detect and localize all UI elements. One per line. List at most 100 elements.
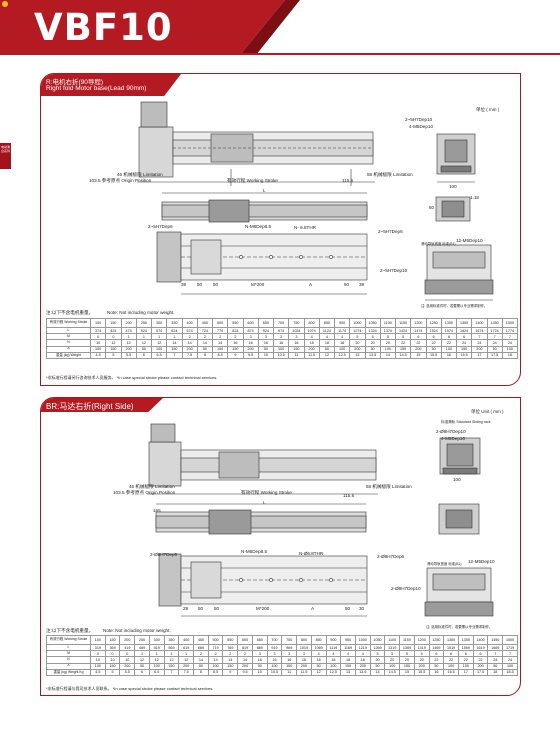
- table-cell: 12: [310, 668, 327, 676]
- bottom-view-drawing: [158, 553, 368, 617]
- limit-left-label: 46 机械极限 Limitation: [117, 172, 163, 177]
- tap-mid-label: N-M6Dep8.5: [241, 549, 268, 554]
- top-view-drawing: [147, 423, 378, 495]
- section-title-cn: R:电机右折(90导程): [46, 79, 104, 86]
- section-right-side: BR:马达右折(Right Side) 单位 Unit ( mm ): [40, 397, 521, 696]
- tap-top-label: 4-M5Dep10: [409, 124, 434, 129]
- title-banner: [0, 0, 560, 55]
- origin-label: 103.5 参考原点 Origin Position: [89, 178, 152, 183]
- table-cell: 9: [222, 668, 239, 676]
- side-end-view: [438, 503, 480, 535]
- dim-118-label: 1.18: [470, 195, 479, 200]
- section-header: BR:马达右折(Right Side): [41, 398, 163, 412]
- table-cell: 7: [166, 351, 183, 359]
- unit-label: 单位 Unit ( mm ): [471, 409, 504, 414]
- weight-note-en: Note: Not including motor weight.: [103, 628, 171, 633]
- row-header: 有效行程 Working Stroke: [46, 635, 91, 645]
- table-cell: 1200: [410, 318, 427, 328]
- table-cell: 11: [281, 668, 298, 676]
- section-header: R:电机右折(90导程) Right fold Motor base(Lead …: [41, 74, 181, 96]
- table-cell: 1500: [501, 318, 519, 328]
- table-cell: 200: [119, 635, 136, 645]
- table-cell: 13.5: [364, 351, 381, 359]
- end-view-top: [436, 133, 476, 183]
- stroke-label: 有效行程 Working Stroke: [227, 178, 278, 183]
- table-cell: 8.5: [207, 668, 224, 676]
- bottom-end-view: [424, 567, 494, 617]
- table-cell: 1250: [425, 318, 442, 328]
- drawing-area: [147, 423, 494, 617]
- table-cell: 800: [303, 318, 320, 328]
- table-cell: 9.5: [237, 668, 253, 676]
- dim-100-label: 100: [449, 184, 457, 189]
- table-cell: 6.5: [148, 668, 165, 676]
- table-cell: 18: [501, 351, 519, 359]
- yellow-dot-icon: [2, 1, 8, 7]
- table-cell: 10.5: [272, 351, 290, 359]
- table-cell: 5: [104, 668, 121, 676]
- table-cell: 1500: [502, 635, 518, 645]
- dim-bottom-2: 50: [214, 606, 220, 611]
- table-cell: 4.5: [89, 351, 107, 359]
- tap-mid2-label: N- 6.8THR: [294, 225, 316, 230]
- origin-label: 103.5 参考原点 Origin Position: [113, 490, 176, 495]
- table-cell: 150: [104, 635, 121, 645]
- table-cell: 6: [135, 351, 153, 359]
- table-cell: 18.5: [502, 668, 518, 676]
- table-cell: 14.5: [384, 668, 401, 676]
- side-end-view: [435, 196, 471, 222]
- table-cell: 350: [163, 635, 180, 645]
- table-cell: 13: [340, 668, 356, 676]
- table-cell: 1300: [443, 635, 459, 645]
- table-cell: 15: [399, 668, 415, 676]
- table-cell: 700: [266, 635, 283, 645]
- pin-left-label: 2~5H7Dep6: [148, 224, 173, 229]
- dim-bottom-5: 50: [344, 282, 350, 287]
- table-cell: 600: [237, 635, 253, 645]
- table-cell: 18: [487, 668, 504, 676]
- dim-bottom-0: 39: [181, 282, 187, 287]
- table-cell: 9: [227, 351, 244, 359]
- side-view-drawing: [161, 192, 368, 223]
- table-cell: 550: [222, 635, 239, 645]
- weight-note-en: Note: Not including motor weight.: [107, 310, 175, 315]
- table-cell: 1250: [428, 635, 445, 645]
- std-note-label: 注: 选用标准件时，若要需以专业需求制作。: [426, 625, 493, 629]
- dim-1155-label: 115.5: [342, 178, 354, 183]
- table-cell: 1450: [487, 635, 504, 645]
- section-right-fold: R:电机右折(90导程) Right fold Motor base(Lead …: [40, 73, 521, 386]
- table-cell: 1300: [440, 318, 458, 328]
- table-cell: 400: [181, 318, 198, 328]
- top-view-drawing: [137, 101, 375, 186]
- table-cell: 100: [89, 318, 107, 328]
- table-cell: 900: [325, 635, 342, 645]
- dim-bottom-1: 50: [197, 282, 203, 287]
- table-cell: 12.5: [325, 668, 342, 676]
- table-cell: 1400: [472, 635, 489, 645]
- table-cell: 8: [193, 668, 209, 676]
- table-cell: 8: [196, 351, 214, 359]
- tap-right-label: 12-M5Dep10: [468, 559, 495, 564]
- table-cell: 10.5: [266, 668, 283, 676]
- table-cell: 300: [148, 635, 165, 645]
- tap-top-label: 4-M5Dep10: [441, 436, 466, 441]
- table-cell: 550: [227, 318, 244, 328]
- table-cell: 16: [440, 351, 458, 359]
- std-rail-label: 滑动导轨宽度 标准(B1): [421, 242, 456, 246]
- dim-bottom-5: 50: [345, 606, 351, 611]
- table-cell: 450: [196, 318, 214, 328]
- table-cell: 800: [296, 635, 312, 645]
- std-rail2-label: 滑动导轨宽度 标准(B1): [427, 562, 462, 566]
- dim-bottom-6: 39: [359, 282, 365, 287]
- tap-right-label: 12-M5Dep10: [456, 238, 483, 243]
- table-cell: 14: [379, 351, 397, 359]
- table-cell: 850: [318, 318, 336, 328]
- table-cell: 15: [410, 351, 427, 359]
- table-cell: 12.5: [333, 351, 351, 359]
- side-view-drawing: [155, 503, 367, 535]
